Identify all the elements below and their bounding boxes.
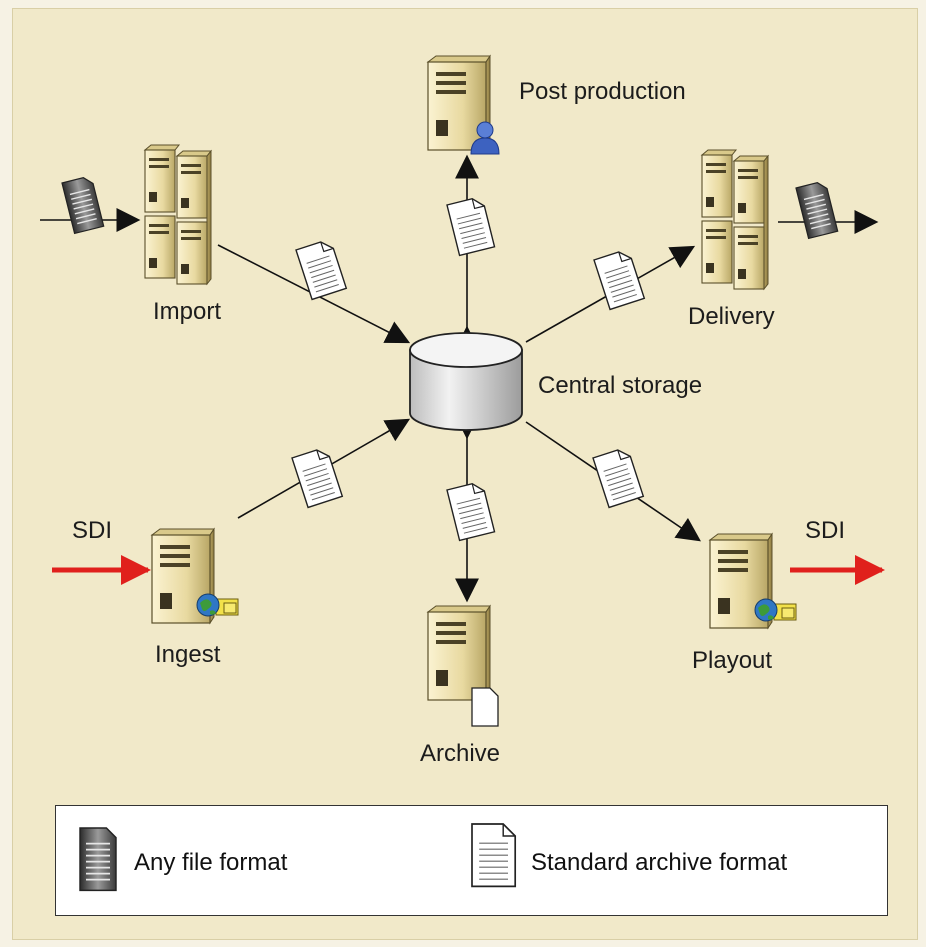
ingest-server-icon [151,528,239,624]
archive-server-icon [427,605,499,727]
connectors [40,154,885,603]
playout-label: Playout [692,647,773,674]
archive-format-doc-delivery [593,248,646,311]
import-label: Import [153,298,222,325]
globe-folder-icon [754,598,797,622]
standard-archive-format-icon [471,823,517,888]
any-format-doc-delivery [795,180,839,240]
archive-format-doc-postproduction [446,195,496,257]
delivery-label: Delivery [688,303,775,330]
any-format-doc-import [61,175,105,235]
user-icon [470,121,500,155]
sdi-in-label: SDI [72,517,113,544]
archive-format-doc-import [295,238,348,301]
central-storage-label: Central storage [538,372,703,399]
archive-format-doc-playout [592,446,645,509]
tape-icon [471,687,499,727]
ingest-label: Ingest [155,641,221,668]
any-file-format-icon [79,827,117,892]
legend-any-file-format: Any file format [134,849,288,876]
legend-standard-archive-format: Standard archive format [531,849,788,876]
archive-format-doc-archive [446,480,496,542]
archive-label: Archive [420,740,501,767]
delivery-rack-icon [701,149,769,290]
legend: Any file format Standard archive format [55,805,888,916]
post-production-label: Post production [519,78,686,105]
sdi-out-label: SDI [805,517,846,544]
import-rack-icon [144,144,212,285]
playout-server-icon [709,533,797,629]
post-production-server-icon [427,55,500,155]
globe-folder-icon [196,593,239,617]
central-storage-icon [409,332,523,431]
archive-format-doc-ingest [291,446,344,509]
